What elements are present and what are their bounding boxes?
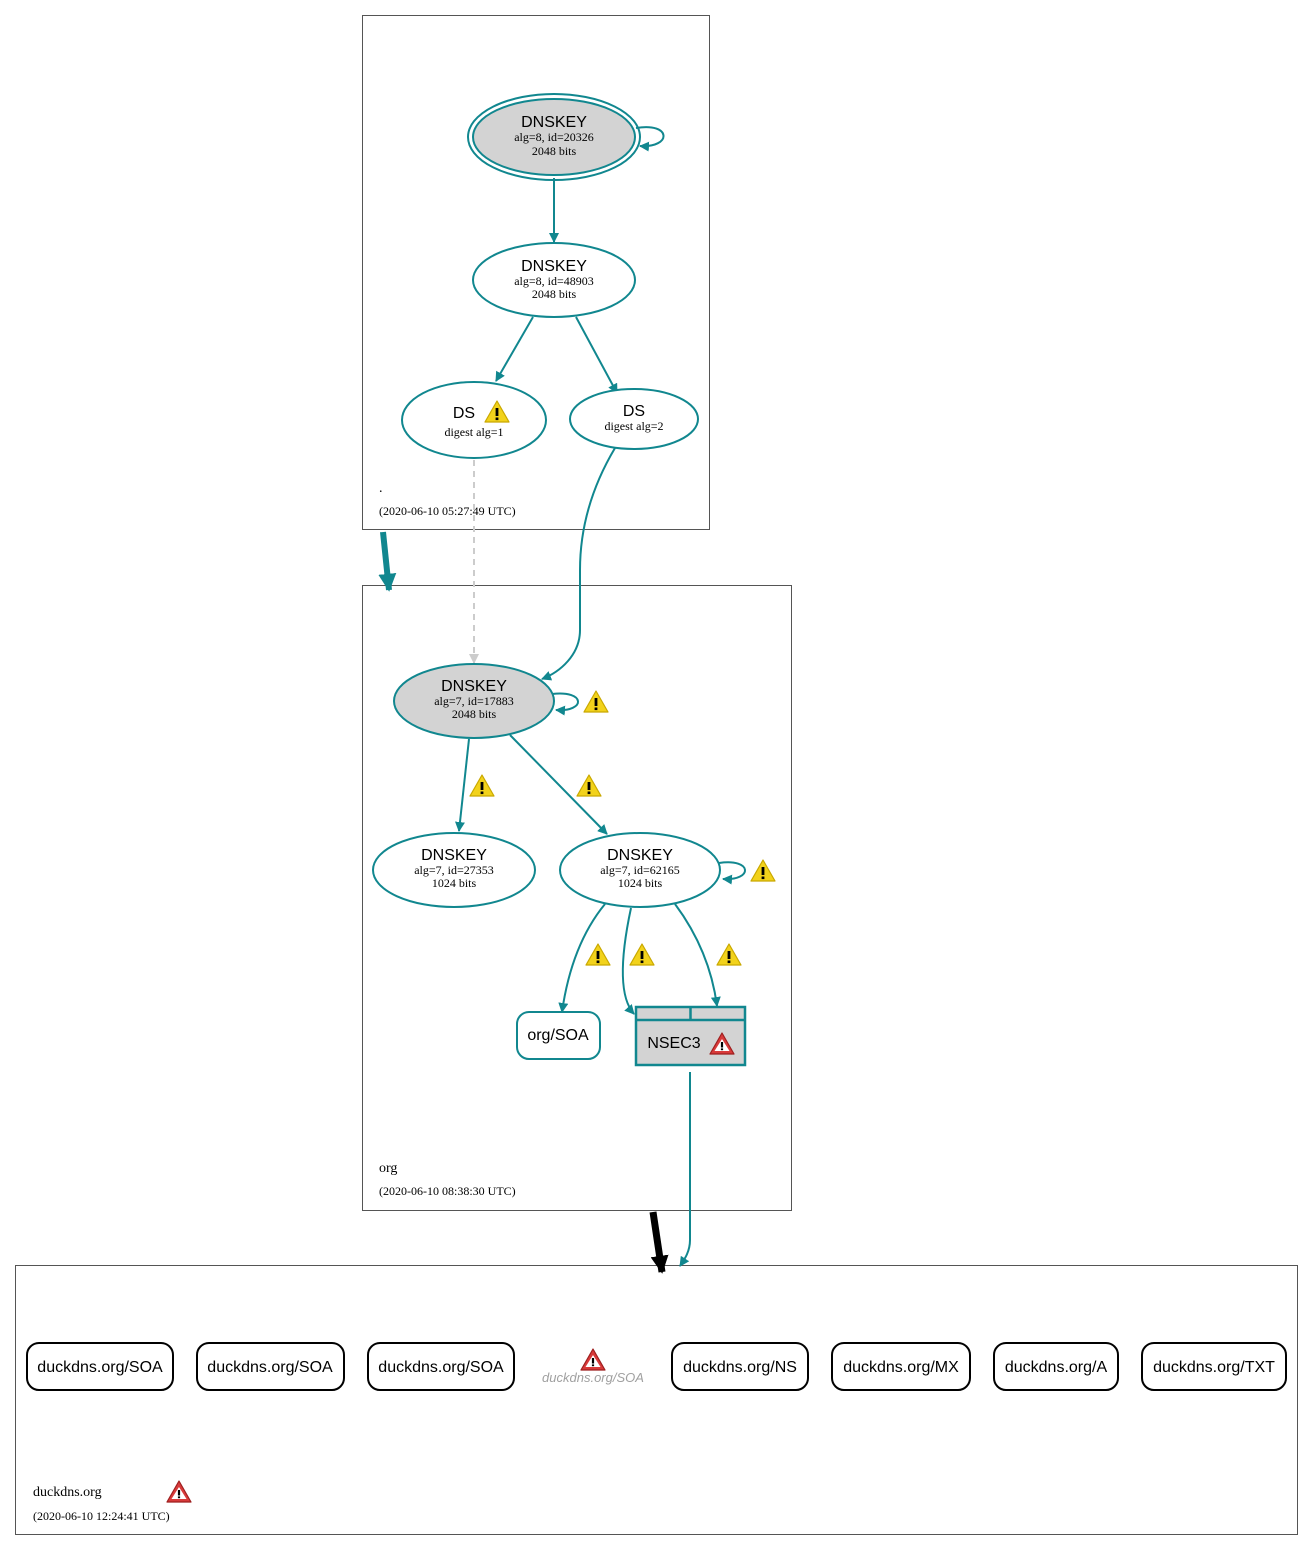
- zone-root-name: .: [379, 481, 383, 496]
- warning-icon: [583, 690, 609, 713]
- record-duckdns-soa-1[interactable]: duckdns.org/SOA: [26, 1342, 174, 1391]
- node-label: org/SOA: [527, 1027, 589, 1044]
- edge-62165-to-org-soa: [558, 903, 606, 1013]
- edge-org-ksk-to-27353: [455, 738, 470, 832]
- zone-duckdns-box: [15, 1265, 1298, 1535]
- record-label: duckdns.org/MX: [843, 1359, 959, 1376]
- edge-nsec3-to-duckdns: [679, 1072, 691, 1267]
- warning-icon: [750, 859, 776, 882]
- node-detail: 1024 bits: [618, 876, 663, 890]
- node-title: DS: [453, 405, 475, 422]
- record-label: duckdns.org/A: [1005, 1359, 1108, 1376]
- record-label: duckdns.org/NS: [683, 1359, 797, 1376]
- edge-root-to-org-delegation: [378, 531, 397, 592]
- edge-zsk-to-ds1: [495, 316, 534, 382]
- node-org-soa[interactable]: org/SOA: [516, 1011, 601, 1060]
- warning-icon: [576, 774, 602, 797]
- node-ds-digest-1[interactable]: DS digest alg=1: [401, 381, 547, 459]
- node-root-zsk[interactable]: DNSKEY alg=8, id=48903 2048 bits: [472, 242, 636, 318]
- node-detail: 2048 bits: [532, 144, 577, 158]
- node-detail: alg=8, id=20326: [514, 130, 594, 144]
- node-detail: alg=8, id=48903: [514, 274, 594, 288]
- record-label: duckdns.org/SOA: [37, 1359, 163, 1376]
- node-title: DS: [623, 403, 645, 420]
- node-detail: digest alg=1: [444, 425, 503, 439]
- edge-62165-self: [718, 861, 746, 885]
- node-title: DNSKEY: [441, 678, 507, 695]
- node-nsec3[interactable]: NSEC3: [634, 1005, 747, 1067]
- node-org-ksk[interactable]: DNSKEY alg=7, id=17883 2048 bits: [393, 663, 555, 739]
- record-label: duckdns.org/TXT: [1153, 1359, 1275, 1376]
- node-label: NSEC3: [647, 1035, 700, 1052]
- record-label: duckdns.org/SOA: [207, 1359, 333, 1376]
- zone-org-timestamp: (2020-06-10 08:38:30 UTC): [379, 1184, 516, 1198]
- record-duckdns-soa-3[interactable]: duckdns.org/SOA: [367, 1342, 515, 1391]
- node-ds-digest-2[interactable]: DS digest alg=2: [569, 388, 699, 450]
- error-icon: [166, 1480, 192, 1503]
- node-detail: alg=7, id=17883: [434, 694, 514, 708]
- record-duckdns-soa-insecure[interactable]: duckdns.org/SOA: [542, 1348, 644, 1385]
- node-org-key-27353[interactable]: DNSKEY alg=7, id=27353 1024 bits: [372, 832, 536, 908]
- edge-org-ksk-to-62165: [509, 734, 608, 835]
- zone-root-box: [362, 15, 710, 530]
- record-duckdns-soa-2[interactable]: duckdns.org/SOA: [196, 1342, 345, 1391]
- node-title: DNSKEY: [607, 847, 673, 864]
- node-org-key-62165[interactable]: DNSKEY alg=7, id=62165 1024 bits: [559, 832, 721, 908]
- zone-root-timestamp: (2020-06-10 05:27:49 UTC): [379, 504, 516, 518]
- node-detail: alg=7, id=27353: [414, 863, 494, 877]
- edge-zsk-to-ds2: [575, 316, 618, 394]
- record-label: duckdns.org/SOA: [378, 1359, 504, 1376]
- warning-icon: [585, 943, 611, 966]
- warning-icon: [716, 943, 742, 966]
- zone-org-name: org: [379, 1161, 397, 1176]
- node-detail: alg=7, id=62165: [600, 863, 680, 877]
- node-detail: 1024 bits: [432, 876, 477, 890]
- record-duckdns-ns[interactable]: duckdns.org/NS: [671, 1342, 809, 1391]
- warning-icon: [469, 774, 495, 797]
- node-detail: 2048 bits: [452, 707, 497, 721]
- record-label: duckdns.org/SOA: [542, 1370, 644, 1385]
- edge-org-ksk-self: [551, 692, 579, 716]
- node-detail: 2048 bits: [532, 287, 577, 301]
- edge-62165-to-nsec3-a: [621, 907, 635, 1015]
- edge-root-ksk-self: [635, 126, 665, 152]
- zone-duckdns-name: duckdns.org: [33, 1485, 102, 1500]
- edge-org-to-duckdns-delegation: [649, 1211, 669, 1274]
- node-title: DNSKEY: [421, 847, 487, 864]
- zone-org-box: [362, 585, 792, 1211]
- error-icon: [580, 1348, 606, 1371]
- node-root-ksk[interactable]: DNSKEY alg=8, id=20326 2048 bits: [467, 93, 641, 181]
- node-title: DNSKEY: [521, 114, 587, 131]
- record-duckdns-a[interactable]: duckdns.org/A: [993, 1342, 1119, 1391]
- zone-duckdns-timestamp: (2020-06-10 12:24:41 UTC): [33, 1509, 170, 1523]
- record-duckdns-mx[interactable]: duckdns.org/MX: [831, 1342, 971, 1391]
- node-title: DNSKEY: [521, 258, 587, 275]
- warning-icon: [629, 943, 655, 966]
- record-duckdns-txt[interactable]: duckdns.org/TXT: [1141, 1342, 1287, 1391]
- node-detail: digest alg=2: [604, 419, 663, 433]
- edge-62165-to-nsec3-b: [674, 903, 721, 1007]
- edge-ds2-to-org-ksk: [541, 447, 616, 681]
